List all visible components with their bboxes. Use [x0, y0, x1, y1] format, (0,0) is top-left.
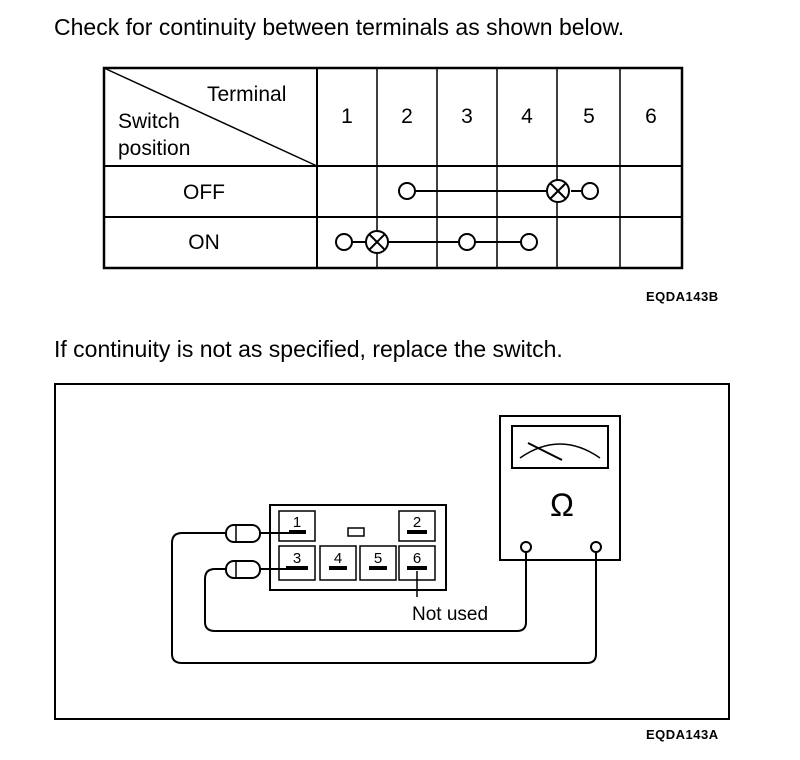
header-diagonal: [103, 67, 318, 167]
instruction-heading-bottom: If continuity is not as specified, repla…: [54, 336, 563, 362]
ohm-symbol: Ω: [550, 487, 574, 523]
connector-pin-2: 2: [413, 514, 421, 531]
terminal-4-header: 4: [521, 105, 533, 128]
figure-code-top: EQDA143B: [646, 289, 719, 304]
connector-pin-5: 5: [374, 550, 382, 567]
on-row-continuity: [335, 230, 538, 254]
not-used-label: Not used: [412, 604, 488, 625]
on-terminal-1-dot: [335, 233, 353, 251]
connector-pin-3: 3: [293, 550, 301, 567]
terminal-3-header: 3: [461, 105, 473, 128]
off-terminal-2-dot: [398, 182, 416, 200]
figure-code-bottom: EQDA143A: [646, 727, 719, 742]
off-row-continuity: [398, 179, 599, 203]
terminal-5-header: 5: [583, 105, 595, 128]
terminal-6-header: 6: [645, 105, 657, 128]
on-lamp-symbol: [365, 230, 389, 254]
test-lead-terminal-1: [171, 532, 597, 664]
terminal-1-header: 1: [341, 105, 353, 128]
continuity-table: [102, 66, 684, 270]
header-terminal-label: Terminal: [207, 83, 286, 106]
on-terminal-3-dot: [458, 233, 476, 251]
diagram-frame: [54, 383, 730, 720]
header-position-label: position: [118, 137, 190, 160]
on-terminal-4-dot: [520, 233, 538, 251]
probe-terminal-3: [225, 560, 292, 579]
row-on-label: ON: [188, 231, 220, 254]
header-switch-label: Switch: [118, 110, 180, 133]
row-off-label: OFF: [183, 181, 225, 204]
instruction-heading-top: Check for continuity between terminals a…: [54, 14, 625, 40]
terminal-2-header: 2: [401, 105, 413, 128]
ohmmeter: [499, 415, 621, 561]
meter-needle: [527, 442, 563, 461]
off-lamp-symbol: [546, 179, 570, 203]
meter-display: [511, 425, 609, 469]
connector-pin-4: 4: [334, 550, 342, 567]
test-lead-terminal-3: [204, 552, 527, 632]
connector-pin-6: 6: [413, 550, 421, 567]
connector-pin-1: 1: [293, 514, 301, 531]
off-terminal-5-dot: [581, 182, 599, 200]
